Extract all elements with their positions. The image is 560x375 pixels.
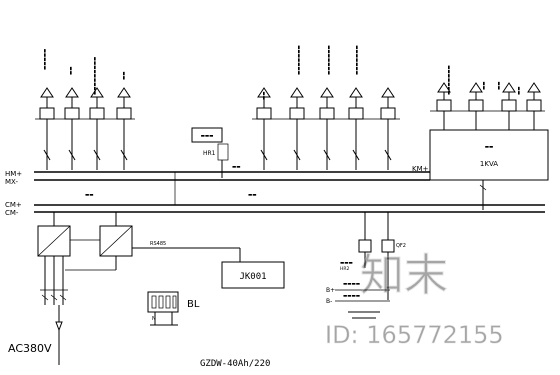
controller-label: JK001 xyxy=(239,272,266,282)
feeder-8 xyxy=(348,87,364,170)
controller-box: JK001 xyxy=(221,261,285,289)
feeder-group-right xyxy=(430,82,545,130)
feeder-2 xyxy=(64,87,80,170)
svg-text:▬▬▬: ▬▬▬ xyxy=(201,134,214,139)
feeder-3 xyxy=(89,87,105,170)
svg-text:▬▬: ▬▬ xyxy=(69,66,74,75)
rectifier-modules xyxy=(37,212,133,291)
svg-text:HR2: HR2 xyxy=(340,266,350,272)
watermark-logo: 知末 xyxy=(360,250,448,301)
watermark-id: ID: 165772155 xyxy=(325,321,504,349)
feeder-9 xyxy=(380,87,396,170)
feeder-annotations: ▬▬▬▬▬ ▬▬ ▬▬▬▬▬▬▬▬▬ ▬▬ ▬▬ ▬▬▬▬▬▬▬ ▬▬▬▬▬▬▬… xyxy=(43,45,522,100)
cm-plus-label: CM+ xyxy=(5,201,22,209)
ac-input: AC380V xyxy=(8,290,67,365)
rs485-label: RS485 xyxy=(150,241,166,247)
inverter-box: ▬▬ 1KVA xyxy=(429,129,549,210)
km-label: KM+ xyxy=(412,165,429,173)
feeder-6 xyxy=(289,87,305,170)
svg-text:N: N xyxy=(152,316,156,322)
svg-text:▬▬▬▬▬▬▬▬▬: ▬▬▬▬▬▬▬▬▬ xyxy=(93,57,98,95)
svg-text:▬▬▬▬▬▬▬: ▬▬▬▬▬▬▬ xyxy=(297,45,302,75)
svg-text:▬▬: ▬▬ xyxy=(485,145,494,150)
feeder-4 xyxy=(116,87,132,170)
svg-text:▬▬▬: ▬▬▬ xyxy=(340,261,353,266)
watermark: 知末 ID: 165772155 xyxy=(325,250,504,350)
svg-text:▬▬: ▬▬ xyxy=(497,81,502,90)
ac-input-label: AC380V xyxy=(8,342,52,355)
battery-section: QF2 ▬▬▬ HR2 B+ B- ▬▬▬▬ ▬▬▬▬ xyxy=(326,212,406,319)
svg-text:▬▬: ▬▬ xyxy=(262,91,267,100)
svg-text:▬▬▬▬: ▬▬▬▬ xyxy=(343,294,360,299)
feeder-7 xyxy=(319,87,335,170)
model-label: GZDW-40Ah/220 xyxy=(200,359,270,369)
relay-hr1: ▬▬▬ HR1 ▬▬ xyxy=(191,127,241,178)
svg-text:▬▬: ▬▬ xyxy=(248,193,257,198)
b-plus-label: B+ xyxy=(326,287,335,294)
svg-text:▬▬: ▬▬ xyxy=(232,165,241,170)
svg-text:▬▬▬▬: ▬▬▬▬ xyxy=(343,282,360,287)
feeder-group-middle xyxy=(252,87,400,170)
svg-text:▬▬▬▬▬▬▬: ▬▬▬▬▬▬▬ xyxy=(355,45,360,75)
svg-text:▬▬: ▬▬ xyxy=(85,193,94,198)
inverter-rating: 1KVA xyxy=(480,160,498,168)
svg-text:▬▬: ▬▬ xyxy=(517,86,522,95)
svg-text:▬▬: ▬▬ xyxy=(122,71,127,80)
cm-minus-label: CM- xyxy=(5,209,19,217)
svg-text:▬▬▬▬▬: ▬▬▬▬▬ xyxy=(43,49,48,70)
sensor-label: BL xyxy=(187,299,200,310)
qf-label: QF2 xyxy=(396,243,406,249)
feeder-5 xyxy=(256,87,272,170)
hm-label: HM+ xyxy=(5,170,22,178)
mx-label: MX- xyxy=(5,178,18,186)
svg-text:▬▬▬▬▬▬▬: ▬▬▬▬▬▬▬ xyxy=(447,65,452,95)
feeder-1 xyxy=(39,87,55,170)
relay-label: HR1 xyxy=(203,150,216,157)
svg-text:▬▬: ▬▬ xyxy=(482,81,487,90)
svg-text:▬▬▬▬▬▬▬: ▬▬▬▬▬▬▬ xyxy=(327,45,332,75)
b-minus-label: B- xyxy=(326,298,332,305)
sensor-block: BL N xyxy=(147,291,200,326)
controller-link: RS485 xyxy=(132,241,241,262)
feeder-group-left xyxy=(35,87,135,170)
bus-bars: HM+ MX- KM+ CM+ CM- ▬▬ ▬▬ xyxy=(5,165,545,217)
